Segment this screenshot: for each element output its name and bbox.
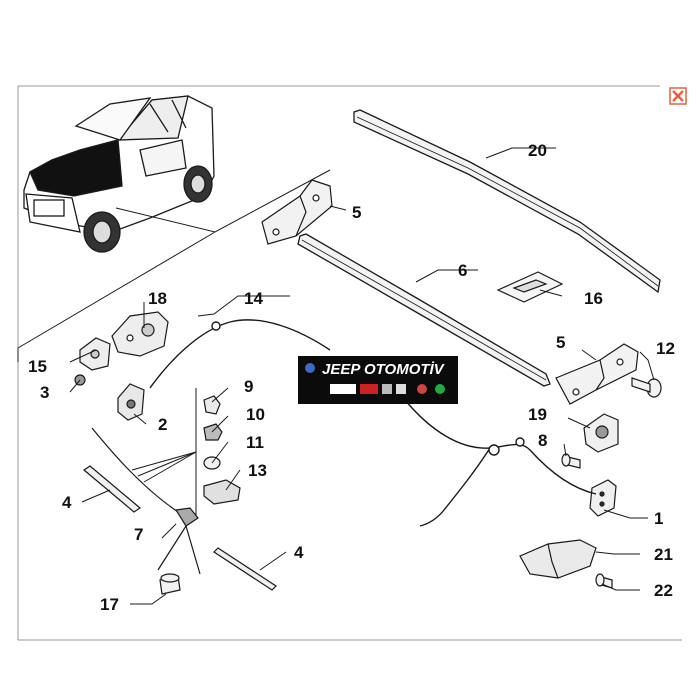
brand-logo-icon <box>330 384 356 394</box>
callout-5-upper: 5 <box>352 203 361 222</box>
part-22-screw <box>595 573 613 589</box>
part-6-seal-strip <box>297 233 551 387</box>
mopar-logo-icon <box>305 363 315 373</box>
callout-14: 14 <box>244 289 263 308</box>
brand-logo-icon <box>417 384 427 394</box>
part-4-strip-left <box>83 465 141 513</box>
frame-lines <box>17 85 682 641</box>
callout-leaders <box>69 147 655 605</box>
callout-11: 11 <box>246 433 264 452</box>
part-5-bracket-upper <box>261 179 333 245</box>
callout-4-left: 4 <box>62 493 72 512</box>
callout-9: 9 <box>244 377 253 396</box>
callout-19: 19 <box>528 405 547 424</box>
banner-title: JEEP OTOMOTİV <box>322 361 446 378</box>
part-5-bracket-lower <box>555 343 639 405</box>
callout-6: 6 <box>458 261 467 280</box>
part-9-clip <box>203 395 221 415</box>
close-x-icon[interactable] <box>669 87 687 105</box>
callout-21: 21 <box>654 545 673 564</box>
callout-3: 3 <box>40 383 49 402</box>
brand-logo-icon <box>382 384 392 394</box>
part-21-bracket <box>519 539 597 579</box>
part-1-lock <box>589 479 617 517</box>
part-7-cable-end <box>91 427 201 575</box>
part-10-clip <box>203 423 223 441</box>
callout-15: 15 <box>28 357 47 376</box>
part-16-pad <box>496 271 564 303</box>
part-19-latch <box>583 413 619 453</box>
group-leader-lines <box>131 388 197 516</box>
part-15-bracket <box>79 337 111 371</box>
callout-22: 22 <box>654 581 673 600</box>
part-17-bolt <box>159 573 181 595</box>
callout-20: 20 <box>528 141 547 160</box>
callout-1: 1 <box>654 509 663 528</box>
part-8-bolt <box>561 453 581 469</box>
callout-10: 10 <box>246 405 265 424</box>
part-14-release-cable <box>149 319 597 527</box>
part-13-clip <box>203 479 241 505</box>
callout-4-right: 4 <box>294 543 304 562</box>
part-4-strip-right <box>213 547 277 591</box>
vehicle-illustration <box>23 95 215 253</box>
part-12-screw <box>631 377 662 398</box>
callout-18: 18 <box>148 289 167 308</box>
part-20-seal-strip <box>353 109 661 294</box>
callout-17: 17 <box>100 595 119 614</box>
callout-8: 8 <box>538 431 547 450</box>
callout-7: 7 <box>134 525 143 544</box>
callout-labels: 20 5 6 16 14 18 15 3 2 9 10 11 13 4 7 17… <box>28 141 675 614</box>
brand-banner: JEEP OTOMOTİV <box>298 356 458 404</box>
brand-logo-icon <box>360 384 378 394</box>
brand-logo-icon <box>435 384 445 394</box>
callout-2: 2 <box>158 415 167 434</box>
callout-13: 13 <box>248 461 267 480</box>
leader-lines <box>17 169 331 362</box>
part-2-lever <box>117 383 145 421</box>
callout-16: 16 <box>584 289 603 308</box>
callout-5-lower: 5 <box>556 333 565 352</box>
part-18-bracket <box>111 311 169 357</box>
callout-12: 12 <box>656 339 675 358</box>
brand-logo-icon <box>396 384 406 394</box>
